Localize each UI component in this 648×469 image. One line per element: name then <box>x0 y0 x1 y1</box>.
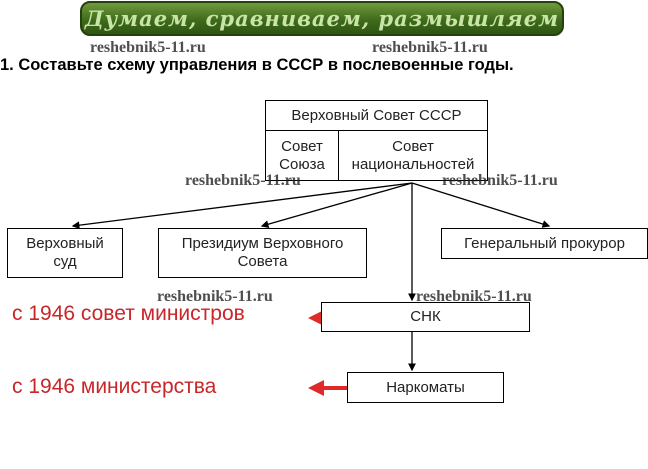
watermark: reshebnik5-11.ru <box>416 288 532 305</box>
supreme-court-box: Верховный суд <box>7 228 123 278</box>
question-text: 1. Составьте схему управления в СССР в п… <box>0 56 514 74</box>
banner-title: Думаем, сравниваем, размышляем <box>84 6 560 31</box>
watermark: reshebnik5-11.ru <box>90 39 206 56</box>
narkomats-box: Наркоматы <box>347 372 504 403</box>
arrow-to-presidium <box>260 182 413 228</box>
watermark: reshebnik5-11.ru <box>442 172 558 189</box>
section-banner: Думаем, сравниваем, размышляем <box>80 1 564 36</box>
arrow-to-court <box>71 182 413 230</box>
watermark: reshebnik5-11.ru <box>157 288 273 305</box>
narkomats-note: с 1946 министерства <box>12 375 217 398</box>
snk-box: СНК <box>321 302 530 332</box>
supreme-soviet-box: Верховный Совет СССР <box>265 100 488 131</box>
prosecutor-box: Генеральный прокурор <box>441 228 648 259</box>
watermark: reshebnik5-11.ru <box>185 172 301 189</box>
snk-note: с 1946 совет министров <box>12 302 245 325</box>
arrow-to-prosecutor <box>411 182 551 228</box>
presidium-box: Президиум Верховного Совета <box>158 228 367 278</box>
watermark: reshebnik5-11.ru <box>372 39 488 56</box>
council-of-nationalities-box: Совет национальностей <box>338 130 488 181</box>
